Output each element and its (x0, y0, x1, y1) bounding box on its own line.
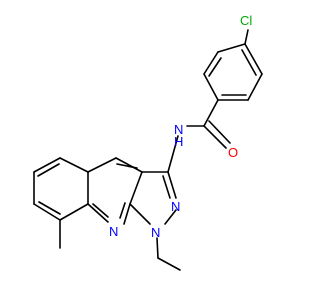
oxygen-atom: O (228, 145, 238, 160)
chlorine-atom: Cl (240, 13, 252, 28)
ethyl-group (156, 237, 181, 271)
benzo-ring (33, 157, 89, 221)
pyrazole-ring (129, 171, 177, 225)
pyridine-nitrogen: N (109, 224, 118, 239)
chlorophenyl-ring (203, 43, 263, 101)
amide-nitrogen: N (174, 122, 183, 137)
molecule-canvas: Cl O N H N N N (33, 13, 263, 271)
amide-group (186, 99, 231, 149)
pyridine-ring (87, 157, 143, 225)
structure-diagram: Cl O N H N N N (33, 13, 263, 271)
pyrazole-nitrogen: N (171, 199, 180, 214)
n-c3-bond (167, 135, 179, 173)
amide-hydrogen: H (174, 134, 183, 149)
c-cl-bond (244, 29, 249, 45)
ethyl-nitrogen: N (151, 225, 160, 240)
